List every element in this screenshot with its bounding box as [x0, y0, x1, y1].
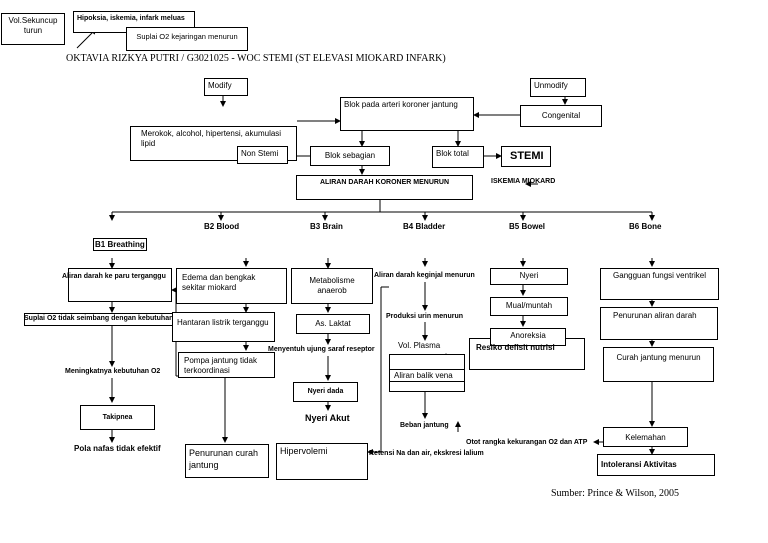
mual-text: Mual/muntah: [505, 301, 553, 310]
resiko-defisit-text: Resiko defisit nutrisi: [476, 343, 555, 352]
aliran-balik-box: Aliran balik vena: [389, 369, 465, 382]
vol-sekuncup-box: Vol.Sekuncup turun: [1, 13, 65, 45]
hipervolemi-box: Hipervolemi: [276, 443, 368, 480]
pompa-text: Pompa jantung tidak terkoordinasi: [184, 356, 257, 375]
vol-sekuncup-text: Vol.Sekuncup turun: [8, 16, 58, 35]
header-b6: B6 Bone: [629, 222, 662, 231]
anoreksia-box: Anoreksia: [490, 328, 566, 346]
stemi-text: STEMI: [510, 150, 544, 162]
header-b4: B4 Bladder: [403, 222, 446, 231]
penurunan-aliran-text: Penurunan aliran darah: [613, 311, 697, 320]
header-b1-text: B1 Breathing: [95, 240, 145, 249]
intoleransi-box: Intoleransi Aktivitas: [597, 454, 715, 476]
retensi-text: Retensi Na dan air, ekskresi lalium: [369, 450, 484, 457]
curah-jantung-box: Curah jantung menurun: [603, 347, 714, 382]
takipnea-text: Takipnea: [102, 414, 133, 421]
unmodify-box: Unmodify: [530, 78, 586, 97]
pola-nafas-text: Pola nafas tidak efektif: [74, 444, 161, 453]
iskemia-text: ISKEMIA MIOKARD: [491, 178, 556, 185]
source-citation: Sumber: Prince & Wilson, 2005: [551, 488, 680, 499]
gangguan-fungsi-box: Gangguan fungsi ventrikel: [600, 268, 719, 300]
penurunan-curah-text: Penurunan curah jantung: [189, 448, 259, 470]
penurunan-aliran-box: Penurunan aliran darah: [600, 307, 718, 340]
menyentuh-text: Menyentuh ujung saraf reseptor: [268, 346, 375, 353]
nyeri-dada-text: Nyeri dada: [307, 388, 344, 395]
pompa-box: Pompa jantung tidak terkoordinasi: [178, 352, 275, 378]
hipervolemi-text: Hipervolemi: [280, 446, 328, 456]
nyeri-text: Nyeri: [519, 271, 539, 280]
diagram-title: OKTAVIA RIZKYA PUTRI / G3021025 - WOC ST…: [66, 53, 446, 64]
nyeri-box: Nyeri: [490, 268, 568, 285]
hantaran-text: Hantaran listrik terganggu: [177, 318, 269, 327]
laktat-text: As. Laktat: [315, 319, 351, 328]
aliran-darah-text: ALIRAN DARAH KORONER MENURUN: [319, 179, 450, 186]
header-b1: B1 Breathing: [93, 238, 147, 251]
unmodify-text: Unmodify: [534, 81, 568, 90]
blok-sebagian-text: Blok sebagian: [324, 151, 376, 160]
meningkatnya-text: Meningkatnya kebutuhan O2: [65, 368, 161, 375]
aliran-paru-box: [68, 268, 172, 302]
non-stemi-box: Non Stemi: [237, 146, 288, 164]
beban-jantung-text: Beban jantung: [400, 422, 449, 429]
anoreksia-text: Anoreksia: [510, 331, 546, 340]
nyeri-dada-box: Nyeri dada: [293, 382, 358, 402]
aliran-paru-text: Aliran darah ke paru terganggu: [62, 273, 166, 280]
blok-sebagian-box: Blok sebagian: [310, 146, 390, 166]
blok-arteri-text: Blok pada arteri koroner jantung: [344, 100, 458, 109]
blok-total-box: Blok total: [432, 146, 484, 168]
metabolisme-box: Metabolisme anaerob: [291, 268, 373, 304]
hantaran-box: Hantaran listrik terganggu: [172, 312, 275, 342]
header-b3: B3 Brain: [310, 222, 343, 231]
header-b5: B5 Bowel: [509, 222, 546, 231]
nyeri-akut-text: Nyeri Akut: [305, 413, 350, 423]
curah-jantung-text: Curah jantung menurun: [616, 353, 701, 362]
penurunan-curah-box: Penurunan curah jantung: [185, 444, 269, 478]
merokok-box: Merokok, alcohol, hipertensi, akumulasi …: [130, 126, 297, 161]
edema-text: Edema dan bengkak sekitar miokard: [182, 273, 256, 292]
aliran-balik-text: Aliran balik vena: [394, 371, 453, 380]
otot-rangka-text: Otot rangka kekurangan O2 dan ATP: [466, 439, 588, 446]
kelemahan-text: Kelemahan: [625, 433, 666, 442]
congenital-box: Congenital: [520, 105, 602, 127]
merokok-text: Merokok, alcohol, hipertensi, akumulasi …: [141, 129, 282, 148]
aliran-ginjal-text: Aliran darah keginjal menurun: [374, 272, 475, 279]
non-stemi-text: Non Stemi: [241, 149, 279, 158]
header-b2: B2 Blood: [204, 222, 240, 231]
mual-box: Mual/muntah: [490, 297, 568, 316]
modify-text: Modify: [208, 81, 232, 90]
suplai-o2-text: Suplai O2 kejaringan menurun: [136, 32, 238, 41]
blok-total-text: Blok total: [436, 149, 469, 158]
hipoksia-text: Hipoksia, iskemia, infark meluas: [77, 15, 185, 22]
stemi-box: STEMI: [501, 146, 551, 167]
aliran-darah-box: ALIRAN DARAH KORONER MENURUN: [296, 175, 473, 200]
metabolisme-text: Metabolisme anaerob: [309, 276, 355, 295]
vol-plasma-text: Vol. Plasma: [398, 341, 441, 350]
gangguan-fungsi-text: Gangguan fungsi ventrikel: [613, 271, 706, 280]
laktat-box: As. Laktat: [296, 314, 370, 334]
kelemahan-box: Kelemahan: [603, 427, 688, 447]
congenital-text: Congenital: [541, 111, 581, 120]
takipnea-box: Takipnea: [80, 405, 155, 430]
edema-box: Edema dan bengkak sekitar miokard: [176, 268, 287, 304]
intoleransi-text: Intoleransi Aktivitas: [601, 460, 677, 469]
suplai-o2-box: Suplai O2 kejaringan menurun: [126, 27, 248, 51]
produksi-urin-text: Produksi urin menurun: [386, 313, 464, 320]
suplai-tidak-seimbang-text: Suplai O2 tidak seimbang dengan kebutuha…: [24, 315, 195, 322]
modify-box: Modify: [204, 78, 248, 96]
blok-arteri-box: Blok pada arteri koroner jantung: [340, 97, 474, 131]
